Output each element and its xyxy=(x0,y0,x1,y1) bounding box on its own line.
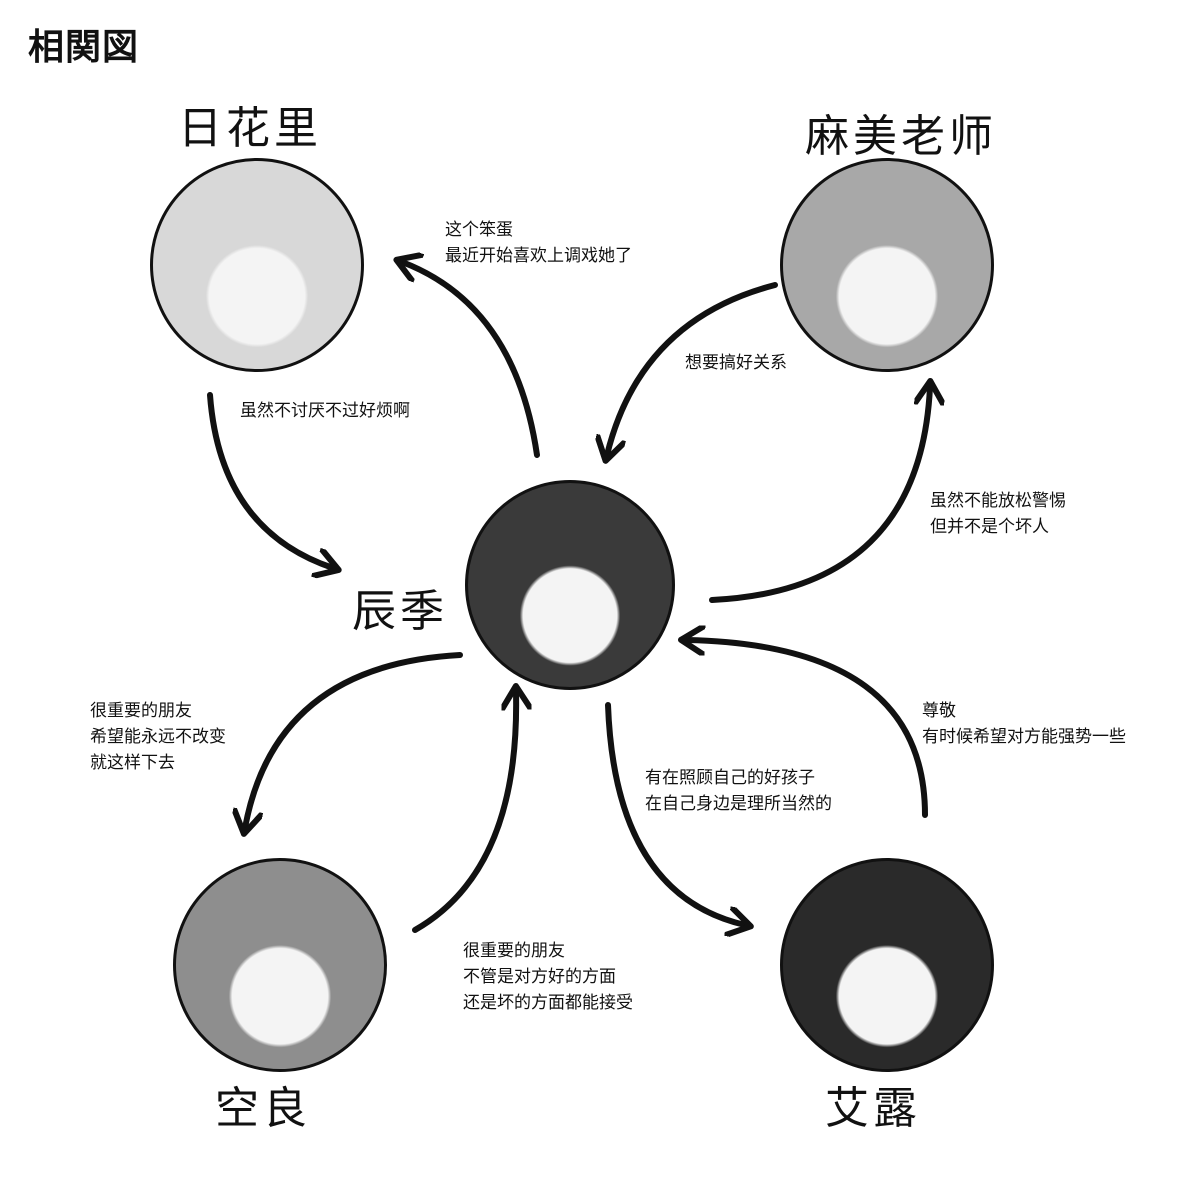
name-sora: 空良 xyxy=(215,1083,311,1134)
note-tatsuki-to-eru: 有在照顾自己的好孩子 在自己身边是理所当然的 xyxy=(645,768,832,814)
chart-title: 相関図 xyxy=(28,27,140,68)
portrait-hikari xyxy=(150,158,364,372)
name-hikari: 日花里 xyxy=(178,103,322,154)
arrow-hikari-to-tatsuki xyxy=(207,392,333,568)
note-eru-to-tatsuki: 尊敬 有时候希望对方能强势一些 xyxy=(922,701,1126,747)
name-eru: 艾露 xyxy=(825,1083,921,1134)
portrait-tatsuki xyxy=(465,480,675,690)
arrow-eru-to-tatsuki xyxy=(687,640,928,818)
note-tatsuki-to-sora: 很重要的朋友 希望能永远不改变 就这样下去 xyxy=(90,701,226,773)
arrow-tatsuki-to-eru xyxy=(605,702,745,925)
arrow-tatsuki-to-asami xyxy=(709,387,930,603)
portrait-sora xyxy=(173,858,387,1072)
name-asami: 麻美老师 xyxy=(805,111,997,162)
note-tatsuki-to-asami: 虽然不能放松警惕 但并不是个坏人 xyxy=(930,491,1066,537)
arrow-asami-to-tatsuki xyxy=(607,282,778,455)
note-hikari-to-tatsuki: 虽然不讨厌不过好烦啊 xyxy=(240,401,410,421)
note-sora-to-tatsuki: 很重要的朋友 不管是对方好的方面 还是坏的方面都能接受 xyxy=(463,941,633,1013)
note-asami-to-tatsuki: 想要搞好关系 xyxy=(685,353,787,373)
portrait-eru xyxy=(780,858,994,1072)
arrow-tatsuki-to-sora xyxy=(245,652,463,828)
arrow-tatsuki-to-hikari xyxy=(402,262,540,458)
arrow-sora-to-tatsuki xyxy=(412,692,516,933)
note-tatsuki-to-hikari: 这个笨蛋 最近开始喜欢上调戏她了 xyxy=(445,220,632,266)
portrait-asami xyxy=(780,158,994,372)
name-tatsuki: 辰季 xyxy=(352,586,448,637)
